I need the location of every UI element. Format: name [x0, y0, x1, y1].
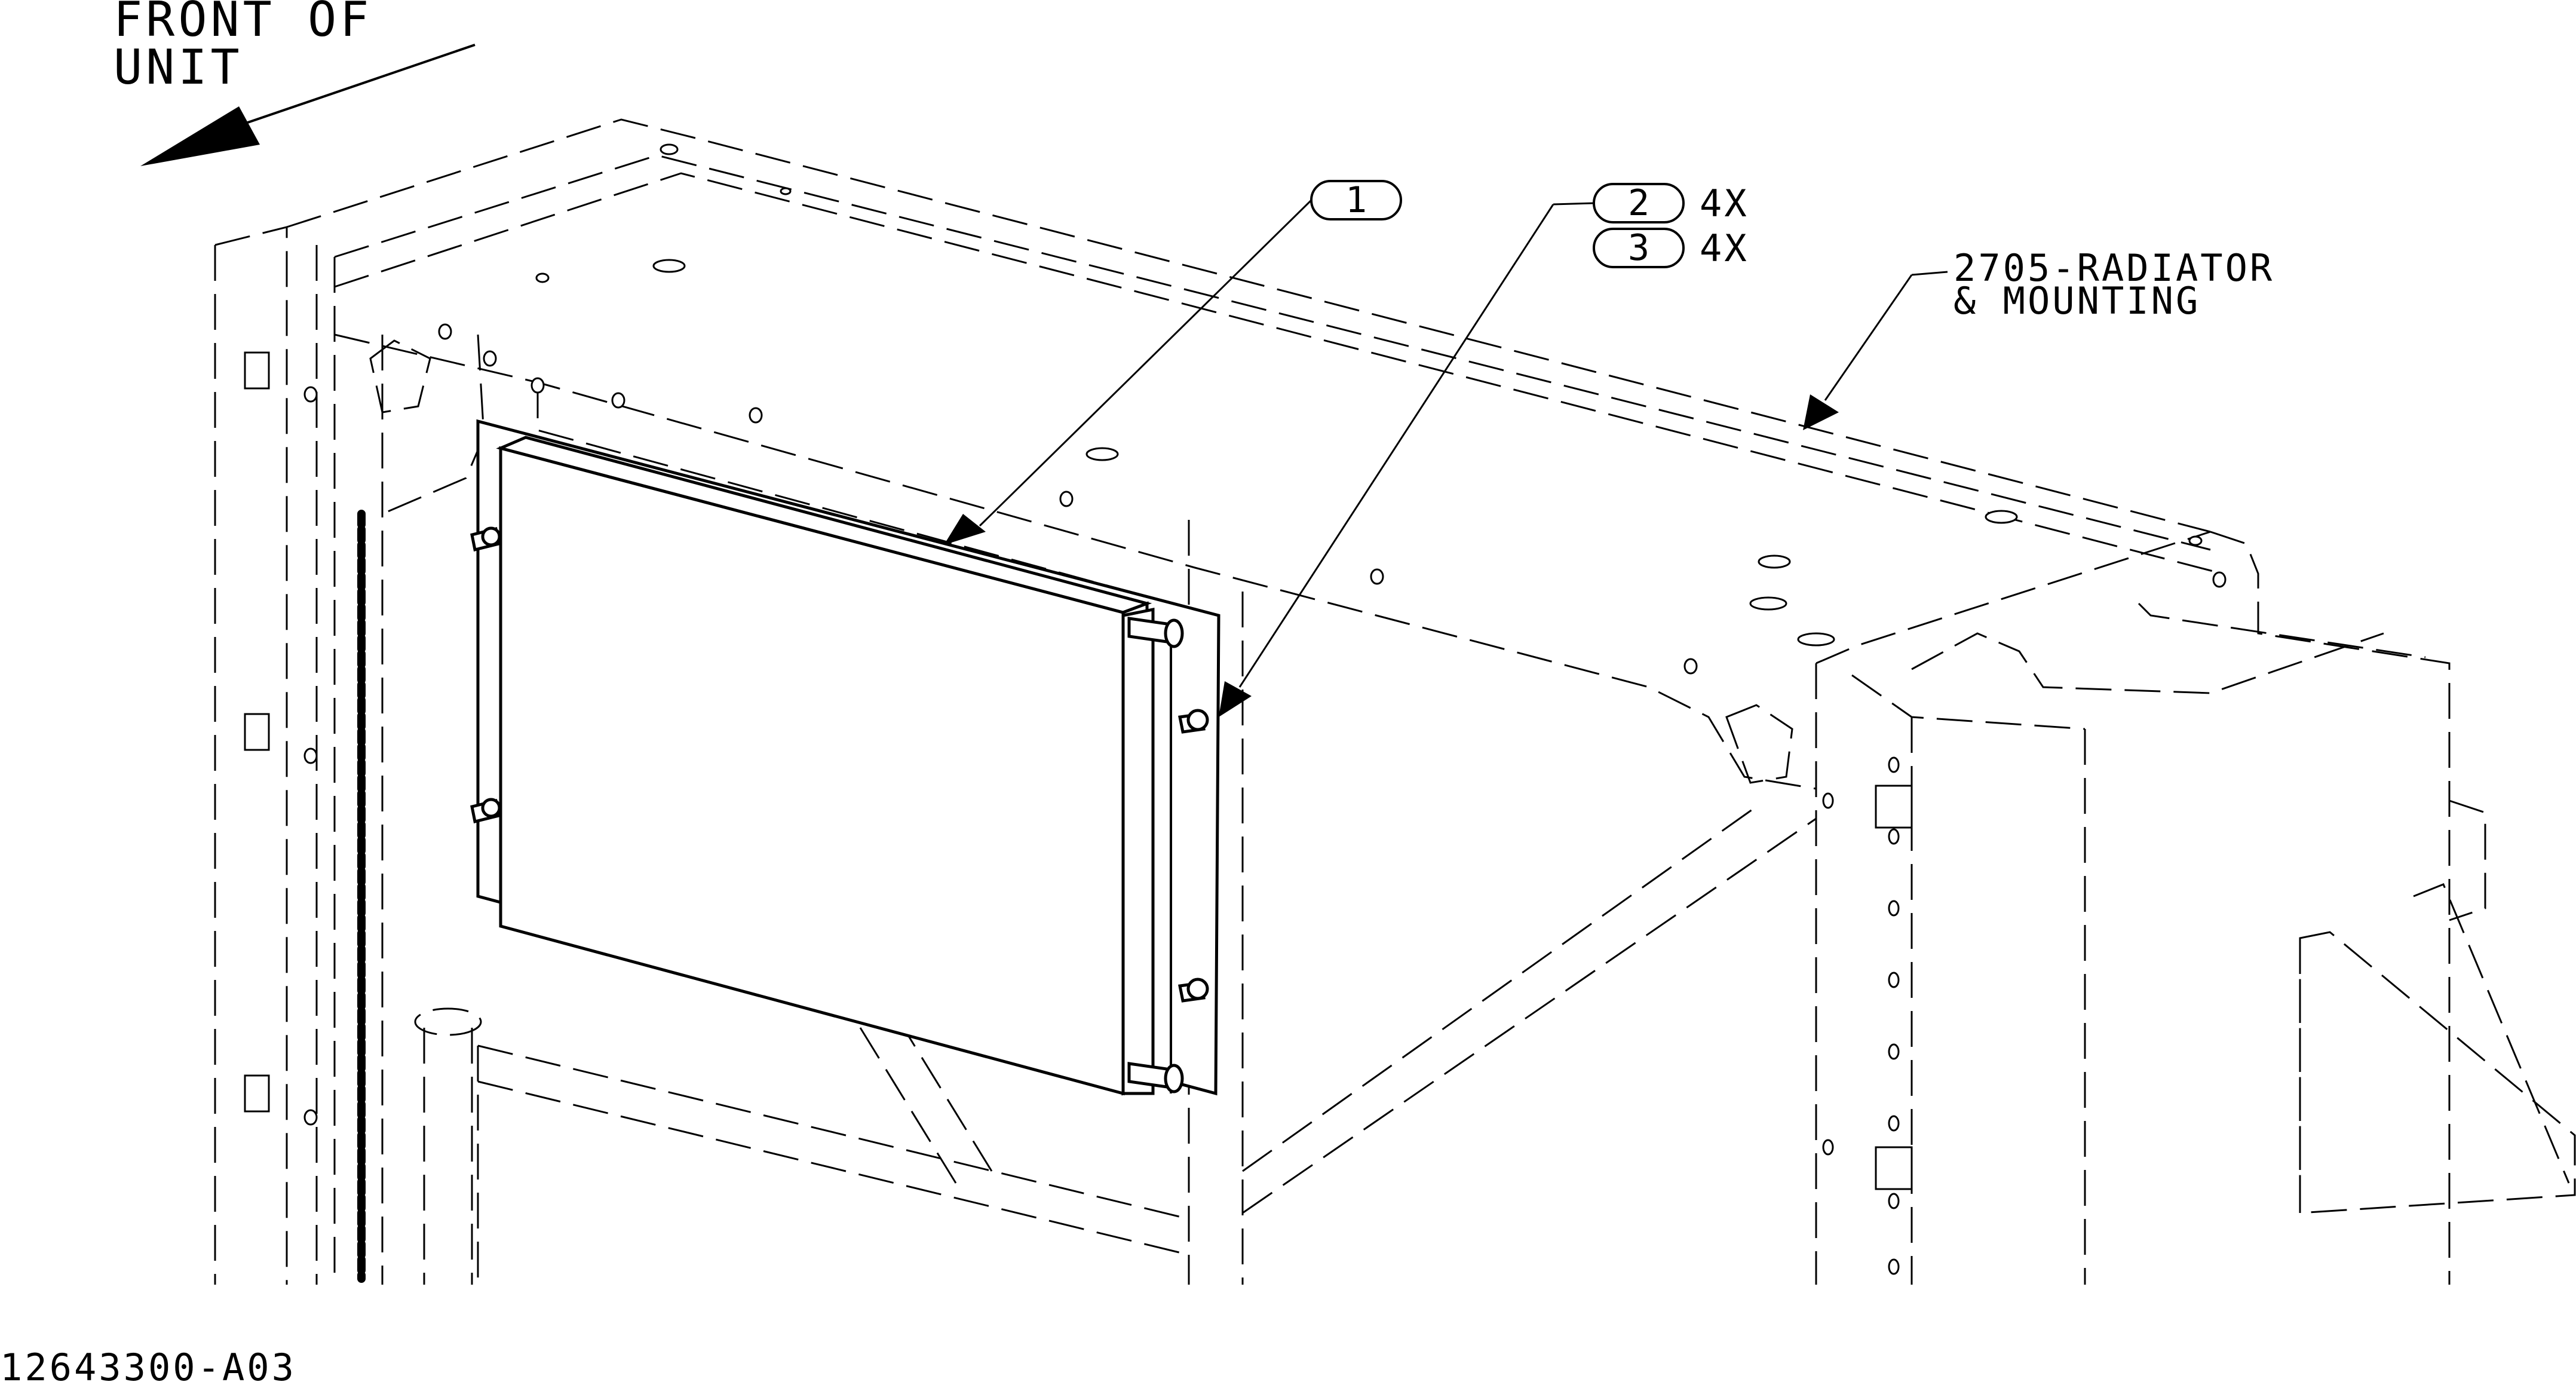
balloon-2: 2 4X	[1219, 182, 1749, 717]
top-deck-rail-lower	[334, 172, 2223, 575]
balloon-2-quantity: 4X	[1700, 182, 1749, 225]
front-of-unit-line2: UNIT	[114, 39, 243, 95]
lower-beam-top	[477, 1044, 1189, 1220]
stud-nut-lower-left	[470, 798, 501, 824]
front-direction-leader	[238, 44, 476, 127]
balloon-3: 3 4X	[1593, 226, 1749, 270]
radiator-lower-pipe	[1127, 1062, 1184, 1093]
right-cutout	[1911, 632, 2384, 694]
right-bracket-b	[2413, 883, 2570, 1184]
stud-nut-upper-right	[1178, 709, 1209, 734]
lower-diagonal-b	[859, 1027, 957, 1184]
balloon-1-leader	[979, 199, 1312, 527]
right-end-outline	[2210, 531, 2451, 1285]
reference-callout-line1: 2705-RADIATOR	[1954, 246, 2274, 290]
reference-arrowhead	[1803, 394, 1839, 430]
lower-beam-mid	[477, 1080, 1189, 1256]
top-deck-back-edge	[286, 118, 2211, 533]
balloon-2-leader	[1238, 204, 1554, 688]
reference-leader-stub	[1911, 271, 1948, 276]
balloon-1-number: 1	[1345, 179, 1367, 221]
right-tower-top	[1816, 531, 2211, 664]
reference-callout: 2705-RADIATOR & MOUNTING	[1803, 246, 2274, 430]
diagonal-brace-lower	[1242, 817, 1817, 1214]
reference-leader	[1824, 274, 1913, 401]
right-bracket-lug	[2449, 799, 2486, 921]
radiator-upper-pipe	[1127, 617, 1184, 648]
radiator-core-front	[499, 446, 1125, 1096]
left-pipe-cap	[414, 1007, 482, 1036]
front-of-unit-note: FRONT OF UNIT	[114, 0, 476, 166]
right-rail	[2138, 602, 2426, 658]
balloon-2-number: 2	[1628, 182, 1649, 224]
balloon-1: 1	[944, 179, 1402, 545]
balloon-1-arrowhead	[944, 514, 986, 545]
radiator-part-1	[470, 419, 1220, 1096]
front-direction-arrowhead	[140, 106, 260, 166]
stud-nut-lower-right	[1178, 978, 1209, 1003]
lower-diagonal-a	[895, 1015, 993, 1172]
frame-holes	[244, 143, 2227, 1275]
balloon-3-number: 3	[1628, 227, 1649, 269]
left-pipe	[423, 1028, 473, 1285]
deck-lip	[536, 382, 1195, 611]
reference-callout-line2: & MOUNTING	[1954, 279, 2200, 323]
top-deck-rail	[334, 154, 2211, 551]
balloon-2-arrowhead	[1219, 681, 1252, 717]
front-of-unit-line1: FRONT OF	[114, 0, 372, 47]
right-bracket-a	[2299, 931, 2576, 1214]
stud-nut-upper-left	[470, 526, 501, 552]
balloon-3-outline	[1593, 228, 1685, 268]
right-tower-cap	[1851, 674, 2086, 730]
drawing-number: 12643300-A03	[0, 1346, 296, 1389]
balloon-2-leader-stub	[1553, 202, 1594, 206]
balloon-3-quantity: 4X	[1700, 226, 1749, 270]
radiator-side-tank	[1121, 607, 1155, 1095]
diagonal-brace-upper	[1242, 805, 1757, 1172]
left-gusset	[382, 334, 485, 515]
